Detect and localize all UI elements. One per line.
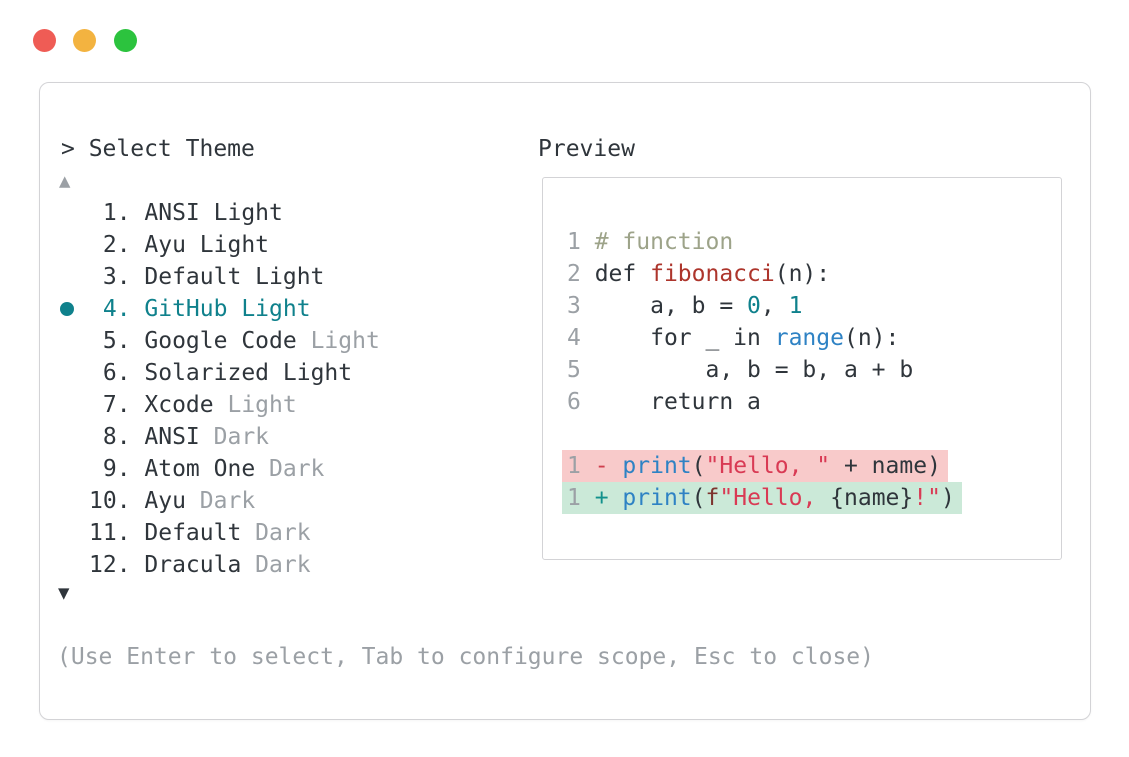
- line-number: 1: [567, 229, 595, 255]
- code-line: 3 a, b = 0, 1: [567, 290, 962, 322]
- code-token: "Hello, ": [705, 453, 831, 479]
- theme-item-default-dark[interactable]: 11. Default Dark: [58, 517, 518, 549]
- code-token: ,: [760, 293, 789, 319]
- theme-item-dracula-dark[interactable]: 12. Dracula Dark: [58, 549, 518, 581]
- theme-item-label: 11. Default Dark: [89, 520, 311, 546]
- diff-line-added: 1 + print(f"Hello, {name}!"): [562, 482, 962, 514]
- line-number: 3: [567, 293, 595, 319]
- line-number: 1: [567, 453, 595, 479]
- line-number: 4: [567, 325, 595, 351]
- line-number: 2: [567, 261, 595, 287]
- theme-item-label: 8. ANSI Dark: [89, 424, 270, 450]
- code-token: def: [594, 261, 651, 287]
- code-token: "Hello,: [719, 485, 831, 511]
- code-token: # function: [594, 229, 734, 255]
- code-token: ": [927, 485, 941, 511]
- theme-item-atom-one-dark[interactable]: 9. Atom One Dark: [58, 453, 518, 485]
- code-token: f: [705, 485, 720, 511]
- theme-item-label: 1. ANSI Light: [89, 200, 283, 226]
- code-token: (: [691, 453, 706, 479]
- theme-item-solarized-light[interactable]: 6. Solarized Light: [58, 357, 518, 389]
- theme-item-label: 5. Google Code Light: [89, 328, 380, 354]
- code-token: ): [940, 485, 955, 511]
- line-number: 1: [567, 485, 595, 511]
- code-token: (: [691, 485, 706, 511]
- diff-sign: +: [594, 485, 623, 511]
- blank-line: [567, 418, 962, 450]
- theme-item-ansi-light[interactable]: 1. ANSI Light: [58, 197, 518, 229]
- code-token: print: [622, 453, 692, 479]
- code-token: a, b = b, a + b: [594, 357, 914, 383]
- code-line: 6 return a: [567, 386, 962, 418]
- theme-item-ayu-dark[interactable]: 10. Ayu Dark: [58, 485, 518, 517]
- diff-highlight-removed: 1 - print("Hello, " + name): [562, 450, 948, 482]
- theme-item-ayu-light[interactable]: 2. Ayu Light: [58, 229, 518, 261]
- theme-item-label: 9. Atom One Dark: [89, 456, 325, 482]
- code-token: for _ in: [594, 325, 775, 351]
- line-number: 6: [567, 389, 595, 415]
- theme-item-ansi-dark[interactable]: 8. ANSI Dark: [58, 421, 518, 453]
- theme-item-google-code-light[interactable]: 5. Google Code Light: [58, 325, 518, 357]
- selected-indicator-dot: [60, 302, 74, 316]
- minimize-window-button[interactable]: [73, 29, 96, 52]
- code-token: fibonacci: [650, 261, 775, 287]
- diff-sign: -: [594, 453, 623, 479]
- theme-item-github-light[interactable]: 4. GitHub Light: [58, 293, 518, 325]
- diff-line-removed: 1 - print("Hello, " + name): [562, 450, 962, 482]
- code-token: range: [774, 325, 844, 351]
- theme-list: 1. ANSI Light 2. Ayu Light 3. Default Li…: [58, 197, 518, 581]
- preview-label: Preview: [538, 136, 635, 162]
- code-token: !: [913, 485, 928, 511]
- code-line: 5 a, b = b, a + b: [567, 354, 962, 386]
- code-line: 2 def fibonacci(n):: [567, 258, 962, 290]
- code-token: 1: [788, 293, 803, 319]
- theme-item-label: 2. Ayu Light: [89, 232, 270, 258]
- code-token: {name}: [830, 485, 914, 511]
- scroll-up-icon[interactable]: ▲: [59, 170, 71, 192]
- code-line: 1 # function: [567, 226, 962, 258]
- line-number: 5: [567, 357, 595, 383]
- theme-item-label: 4. GitHub Light: [89, 296, 311, 322]
- zoom-window-button[interactable]: [114, 29, 137, 52]
- code-token: a, b =: [594, 293, 748, 319]
- theme-item-label: 6. Solarized Light: [89, 360, 353, 386]
- select-theme-prompt: > Select Theme: [61, 136, 255, 162]
- code-line: 4 for _ in range(n):: [567, 322, 962, 354]
- code-token: 0: [747, 293, 761, 319]
- code-token: (n):: [774, 261, 831, 287]
- diff-highlight-added: 1 + print(f"Hello, {name}!"): [562, 482, 962, 514]
- scroll-down-icon[interactable]: ▼: [58, 582, 70, 604]
- theme-item-label: 12. Dracula Dark: [89, 552, 311, 578]
- close-window-button[interactable]: [33, 29, 56, 52]
- theme-item-xcode-light[interactable]: 7. Xcode Light: [58, 389, 518, 421]
- code-token: (n):: [843, 325, 900, 351]
- theme-item-label: 10. Ayu Dark: [89, 488, 256, 514]
- code-token: + name): [830, 453, 941, 479]
- theme-item-label: 7. Xcode Light: [89, 392, 297, 418]
- theme-item-label: 3. Default Light: [89, 264, 325, 290]
- theme-selector-panel: > Select Theme ▲ 1. ANSI Light 2. Ayu Li…: [39, 82, 1091, 720]
- code-token: print: [622, 485, 692, 511]
- theme-item-default-light[interactable]: 3. Default Light: [58, 261, 518, 293]
- keyboard-hint: (Use Enter to select, Tab to configure s…: [57, 644, 874, 670]
- code-token: return a: [594, 389, 761, 415]
